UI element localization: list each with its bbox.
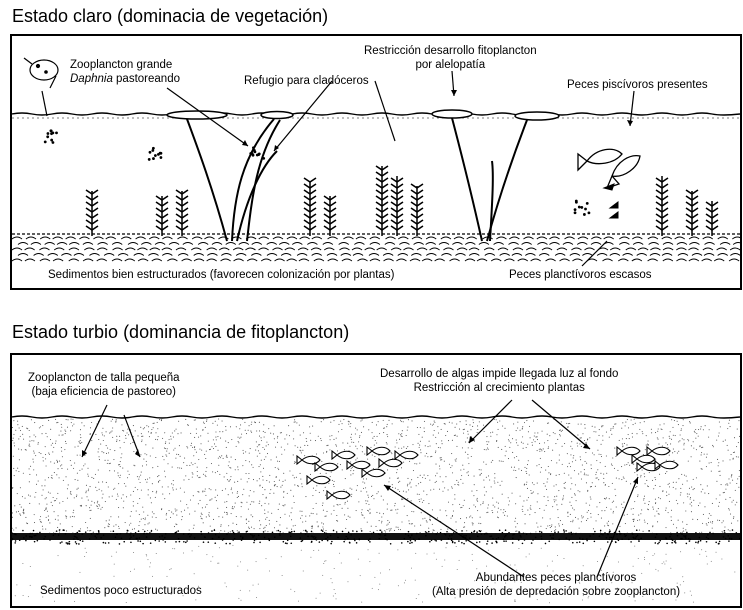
daphnia-icon — [24, 58, 58, 88]
label-large-zooplankton: Zooplancton grande Daphnia pastoreando — [70, 58, 180, 86]
label-abundant-planktivores: Abundantes peces planctívoros (Alta pres… — [432, 571, 680, 599]
arrowheads — [242, 90, 633, 151]
label-algae-line1: Desarrollo de algas impide llegada luz a… — [380, 367, 618, 381]
label-restriction-line2: por alelopatía — [364, 58, 537, 72]
floating-leaf — [167, 111, 227, 119]
label-algae-development: Desarrollo de algas impide llegada luz a… — [380, 367, 618, 395]
daphnia-rest: pastoreando — [113, 73, 180, 85]
label-small-zooplankton: Zooplancton de talla pequeña (baja efici… — [28, 371, 180, 399]
label-large-zooplankton-line2: Daphnia pastoreando — [70, 72, 180, 86]
floating-leaf — [261, 112, 293, 119]
annotation-arrows — [42, 71, 634, 266]
turbid-state-title: Estado turbio (dominancia de fitoplancto… — [12, 322, 349, 343]
label-structured-sediments: Sedimentos bien estructurados (favorecen… — [48, 268, 394, 282]
floating-leaf — [515, 112, 559, 120]
piscivore-fish-icons — [578, 149, 640, 188]
planktivore-fish-icons — [604, 184, 618, 218]
label-planktivores-line2: (Alta presión de depredación sobre zoopl… — [432, 585, 680, 599]
turbid-water-stipple — [12, 418, 740, 537]
label-scarce-planktivores: Peces planctívoros escasos — [509, 268, 652, 282]
clear-state-panel: Zooplancton grande Daphnia pastoreando R… — [10, 34, 742, 290]
water-surface-line — [12, 416, 740, 418]
label-restriction-line1: Restricción desarrollo fitoplancton — [364, 44, 537, 58]
submerged-weeds — [86, 166, 718, 236]
label-cladoceran-refuge: Refugio para cladóceros — [244, 74, 369, 88]
label-unstructured-sediments: Sedimentos poco estructurados — [40, 584, 202, 598]
turbid-state-panel: Zooplancton de talla pequeña (baja efici… — [10, 353, 742, 608]
label-large-zooplankton-line1: Zooplancton grande — [70, 58, 180, 72]
clear-state-title: Estado claro (dominacia de vegetación) — [12, 6, 328, 27]
floating-leaf — [432, 110, 472, 118]
label-piscivores: Peces piscívoros presentes — [567, 78, 708, 92]
label-algae-line2: Restricción al crecimiento plantas — [380, 381, 618, 395]
label-planktivores-line1: Abundantes peces planctívoros — [432, 571, 680, 585]
annotation-arrows — [82, 400, 638, 577]
label-small-zooplankton-line2: (baja eficiencia de pastoreo) — [28, 385, 180, 399]
planktivore-fish-school — [297, 447, 678, 499]
label-small-zooplankton-line1: Zooplancton de talla pequeña — [28, 371, 180, 385]
daphnia-italic: Daphnia — [70, 73, 113, 85]
macrophyte-stems — [187, 118, 527, 241]
label-phytoplankton-restriction: Restricción desarrollo fitoplancton por … — [364, 44, 537, 72]
structured-sediment-band — [12, 234, 740, 261]
